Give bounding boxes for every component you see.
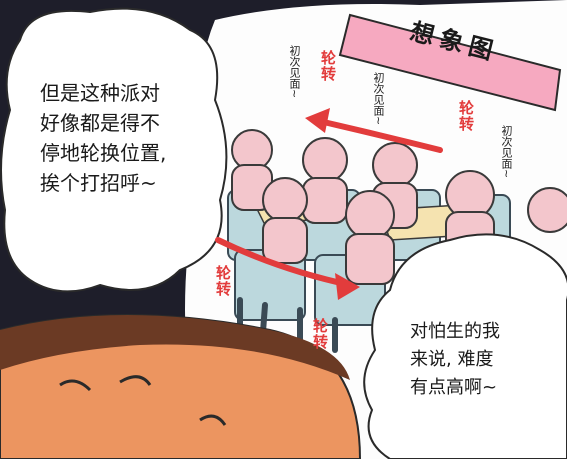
left-bubble-text: 但是这种派对 好像都是得不 停地轮换位置, 挨个打招呼~ bbox=[40, 81, 167, 195]
rotate-label: 轮转 bbox=[311, 318, 329, 350]
right-speech-bubble bbox=[363, 233, 567, 459]
pink-figures bbox=[231, 129, 567, 285]
right-bubble-text: 对怕生的我 来说, 难度 有点高啊~ bbox=[410, 321, 500, 398]
left-speech-bubble bbox=[0, 7, 228, 293]
imagination-sign bbox=[338, 13, 562, 112]
rotate-label: 轮转 bbox=[457, 100, 475, 132]
foreground-character bbox=[0, 314, 362, 459]
first-meet-label: 初次见面~ bbox=[288, 45, 301, 99]
arrow-heads bbox=[305, 108, 360, 300]
rotation-arrows bbox=[215, 117, 443, 288]
first-meet-label: 初次见面~ bbox=[372, 72, 385, 126]
first-meet-label: 初次见面~ bbox=[500, 125, 513, 179]
rotate-label: 轮转 bbox=[214, 265, 232, 297]
rotate-label: 轮转 bbox=[319, 50, 337, 82]
